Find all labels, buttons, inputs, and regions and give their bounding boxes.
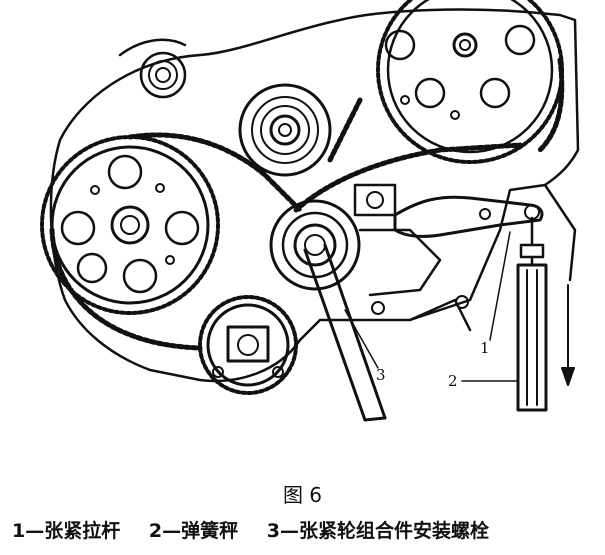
tensioner-bolt-wrench [303, 243, 387, 422]
tension-lever [393, 195, 544, 238]
spring-scale [516, 216, 548, 412]
engine-block-outline [49, 8, 580, 383]
middle-idler-pulley [238, 83, 332, 177]
legend-item-tension-lever: 1—张紧拉杆 [12, 520, 121, 542]
legend-item-spring-scale: 2—弹簧秤 [148, 520, 239, 542]
timing-belt [49, 57, 565, 351]
callout-label-1: 1 [480, 339, 490, 357]
upper-idler-pulley [139, 51, 187, 99]
callout-label-3: 3 [376, 366, 386, 384]
crankshaft-sprocket [198, 295, 298, 395]
camshaft-sprocket [376, 0, 564, 164]
figure-title: 图 6 [282, 483, 323, 507]
legend-item-tensioner-bolt: 3—张紧轮组合件安装螺栓 [266, 520, 489, 542]
callout-leaders [344, 231, 519, 382]
timing-belt-illustration [40, 0, 580, 422]
tensioner-assembly [269, 183, 469, 315]
callout-label-2: 2 [448, 372, 458, 390]
figure-legend: 1—张紧拉杆 2—弹簧秤 3—张紧轮组合件安装螺栓 [12, 516, 489, 543]
pull-direction-arrow [561, 284, 575, 386]
